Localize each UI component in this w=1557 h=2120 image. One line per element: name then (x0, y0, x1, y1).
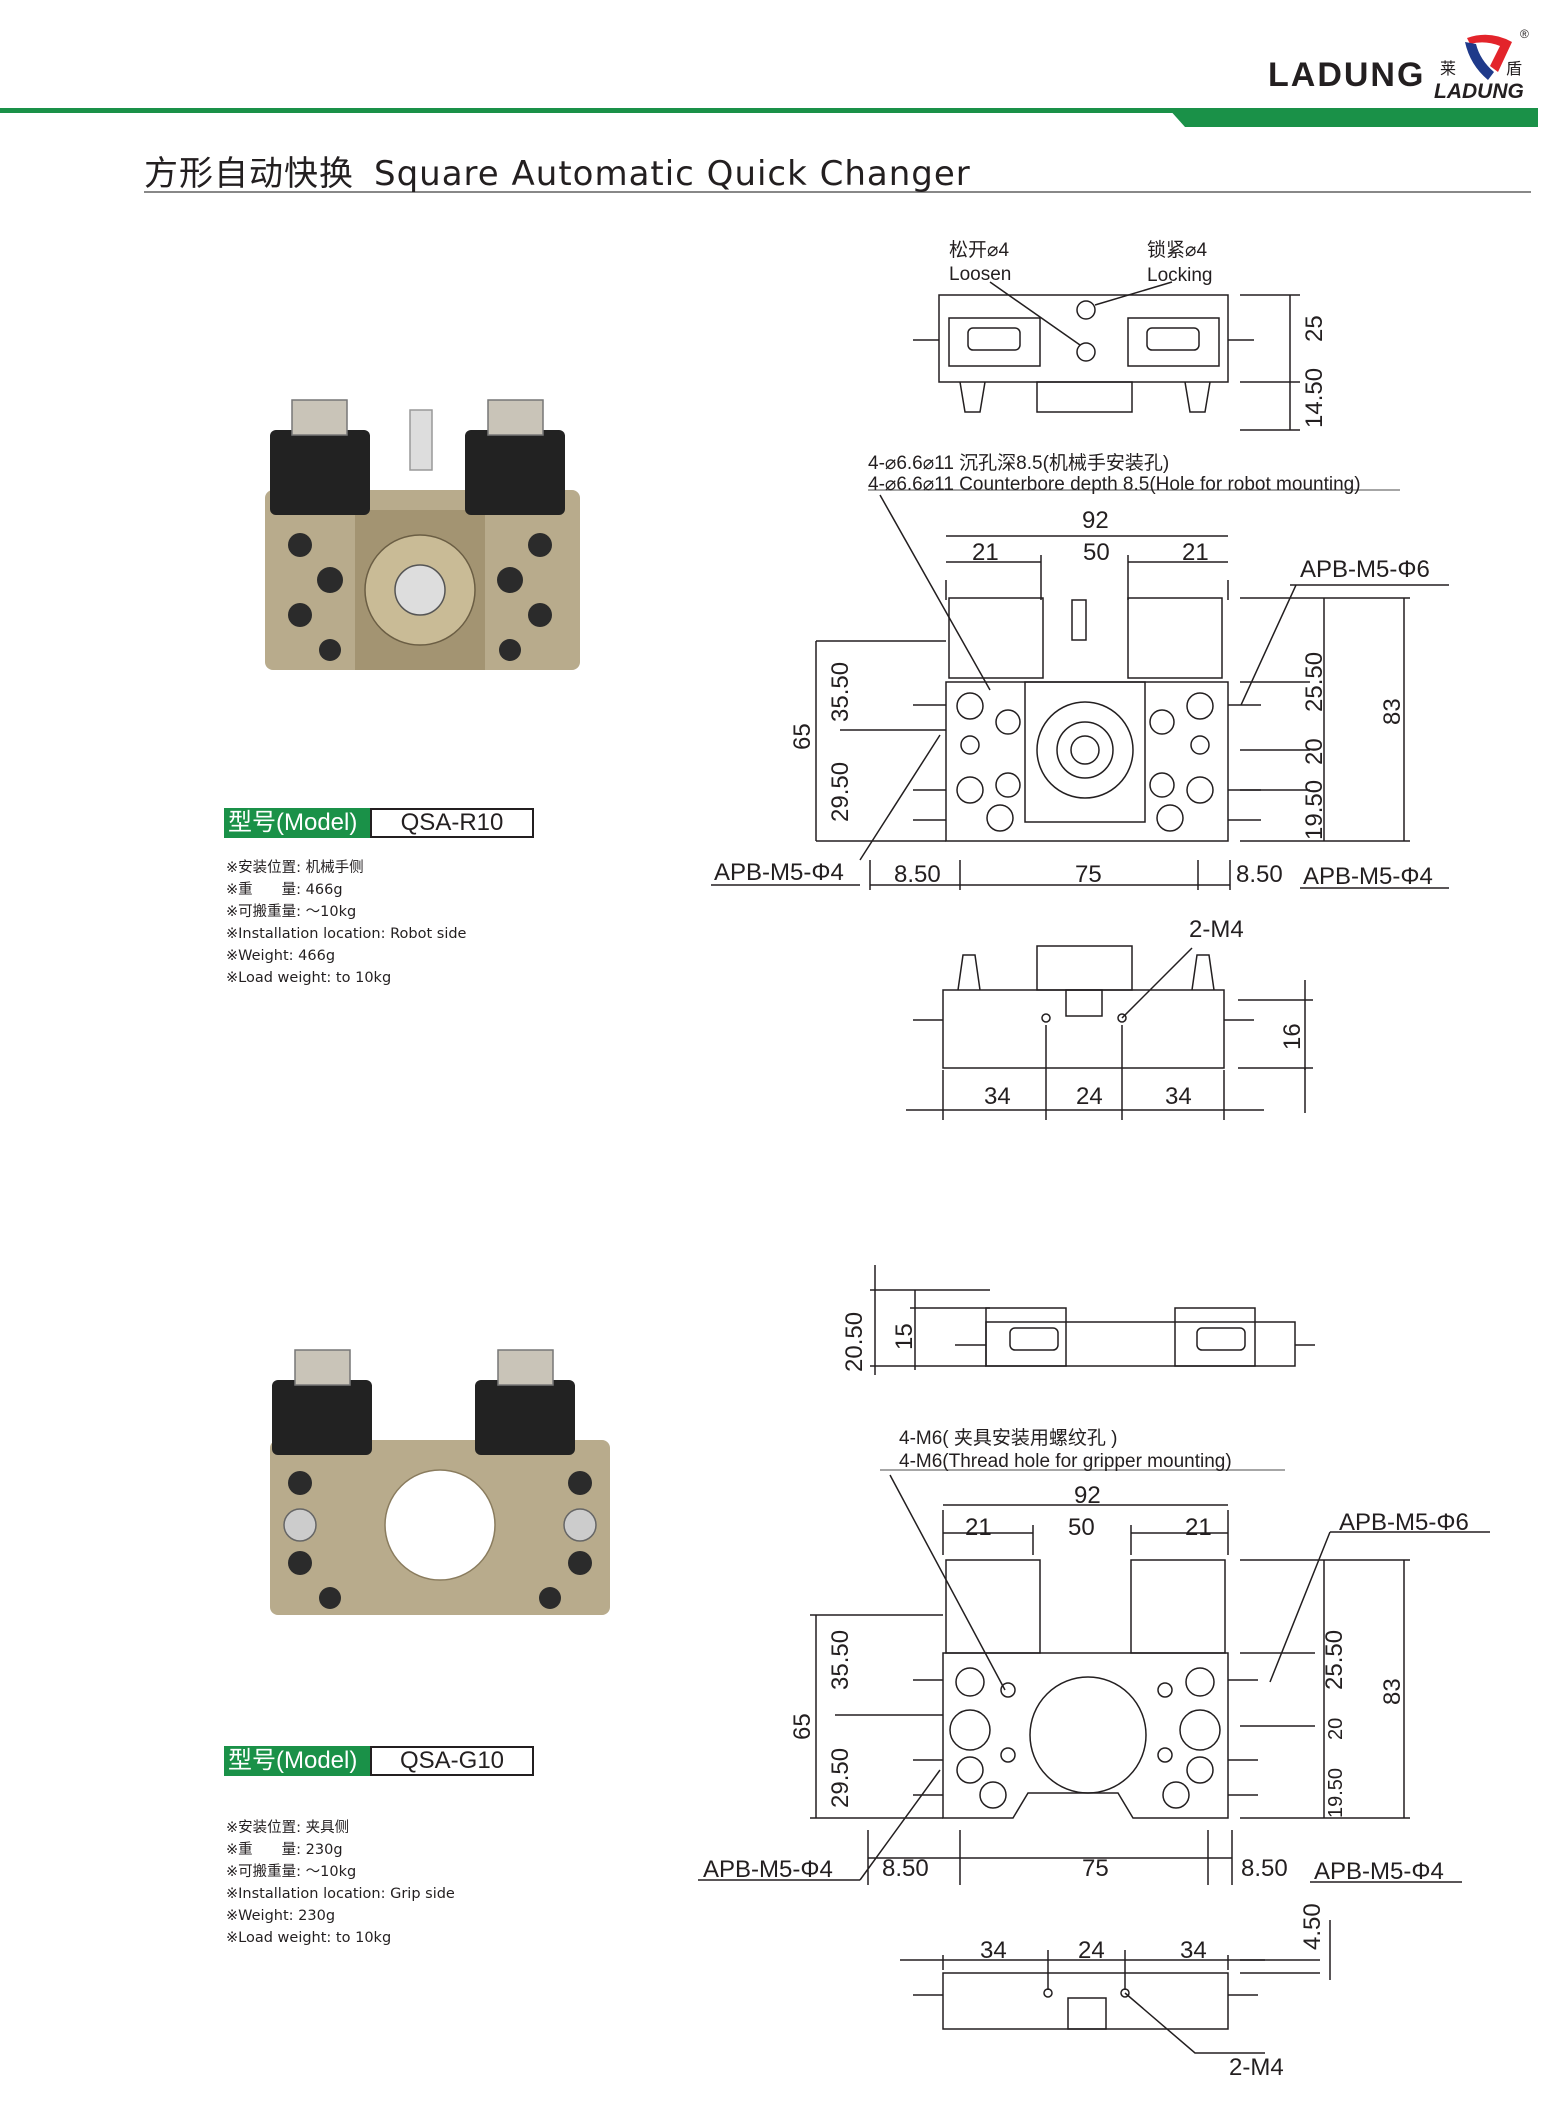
header-rule (0, 108, 1180, 113)
dim-16: 16 (1279, 1023, 1306, 1050)
dim-8-50-right: 8.50 (1236, 861, 1283, 888)
dim-20: 20 (1301, 738, 1328, 765)
dim-19-50: 19.50 (1325, 1768, 1347, 1818)
dim-24: 24 (1078, 1937, 1105, 1964)
dim-25-50: 25.50 (1321, 1630, 1348, 1690)
product-photo-qsa-g10 (270, 1349, 610, 1615)
fitting-apb-m5-phi4-left: APB-M5-Φ4 (703, 1856, 833, 1883)
model-label: 型号(Model) (224, 1746, 370, 1776)
loosen-label-cn: 松开⌀4 (949, 239, 1009, 261)
dim-24: 24 (1076, 1083, 1103, 1110)
dim-20: 20 (1325, 1718, 1347, 1740)
dim-21-right: 21 (1185, 1514, 1212, 1541)
page-title-cn: 方形自动快换 (144, 154, 354, 194)
fitting-apb-m5-phi6: APB-M5-Φ6 (1339, 1509, 1469, 1536)
dim-14-50: 14.50 (1301, 368, 1328, 428)
dim-8-50-left: 8.50 (882, 1855, 929, 1882)
dim-21-left: 21 (972, 539, 999, 566)
gripper-thread-hole-note-cn: 4-M6( 夹具安装用螺纹孔 ) (899, 1427, 1118, 1449)
spec-item: ※安装位置: 机械手侧 (226, 860, 364, 876)
dim-35-50: 35.50 (827, 1630, 854, 1690)
fitting-apb-m5-phi6: APB-M5-Φ6 (1300, 556, 1430, 583)
dim-92: 92 (1074, 1482, 1101, 1509)
dim-21-left: 21 (965, 1514, 992, 1541)
robot-mount-hole-note-cn: 4-⌀6.6⌀11 沉孔深8.5(机械手安装孔) (868, 452, 1169, 474)
dim-34-left: 34 (984, 1083, 1011, 1110)
locking-label: Locking (1147, 265, 1213, 286)
product-photo-qsa-r10 (265, 399, 580, 670)
spec-item: ※Load weight: to 10kg (226, 1930, 392, 1946)
dim-8-50-right: 8.50 (1241, 1855, 1288, 1882)
dim-83: 83 (1379, 698, 1406, 725)
gripper-thread-hole-note: 4-M6(Thread hole for gripper mounting) (899, 1451, 1232, 1472)
dim-15: 15 (891, 1323, 918, 1350)
dim-50: 50 (1068, 1514, 1095, 1541)
spec-item: ※Installation location: Robot side (226, 926, 467, 942)
fitting-apb-m5-phi4-right: APB-M5-Φ4 (1303, 863, 1433, 890)
header: LADUNG 莱 盾 LADUNG ® (0, 27, 1538, 193)
dim-83: 83 (1379, 1678, 1406, 1705)
spec-item: ※Weight: 230g (226, 1908, 336, 1924)
dim-65: 65 (789, 723, 816, 750)
brand-wordmark: LADUNG (1268, 56, 1425, 94)
dim-2-m4: 2-M4 (1229, 2054, 1284, 2081)
model-label: 型号(Model) (224, 808, 370, 838)
drawing-r10-side-view: 2-M4 16 34 24 34 (906, 916, 1313, 1120)
dim-19-50: 19.50 (1301, 780, 1328, 840)
dim-92: 92 (1082, 507, 1109, 534)
dim-21-right: 21 (1182, 539, 1209, 566)
dim-34-left: 34 (980, 1937, 1007, 1964)
model-badge-g10: 型号(Model) QSA-G10 (224, 1746, 534, 1776)
dim-75: 75 (1082, 1855, 1109, 1882)
dim-34-right: 34 (1180, 1937, 1207, 1964)
model-badge-r10: 型号(Model) QSA-R10 (224, 808, 534, 838)
dim-8-50-left: 8.50 (894, 861, 941, 888)
spec-item: ※Weight: 466g (226, 948, 336, 964)
drawing-g10-front-view: 4-M6( 夹具安装用螺纹孔 ) 4-M6(Thread hole for gr… (698, 1427, 1490, 1885)
dim-29-50: 29.50 (827, 762, 854, 822)
dim-20-50: 20.50 (841, 1312, 868, 1372)
spec-list-r10: ※安装位置: 机械手侧 ※重 量: 466g ※可搬重量: ～10kg ※Ins… (226, 857, 466, 989)
dim-29-50: 29.50 (827, 1748, 854, 1808)
spec-item: ※可搬重量: ～10kg (226, 1864, 357, 1880)
page-title-en: Square Automatic Quick Changer (374, 154, 971, 194)
registered-mark: ® (1520, 27, 1529, 41)
locking-label-cn: 锁紧⌀4 (1147, 239, 1207, 261)
dim-4-50: 4.50 (1299, 1903, 1326, 1950)
logo-text: LADUNG (1434, 80, 1524, 103)
dim-2-m4: 2-M4 (1189, 916, 1244, 943)
model-value: QSA-R10 (370, 808, 534, 838)
spec-item: ※Load weight: to 10kg (226, 970, 392, 986)
model-value: QSA-G10 (370, 1746, 534, 1776)
drawing-r10-top-view: 松开⌀4 Loosen 锁紧⌀4 Locking 25 14.50 (913, 239, 1328, 431)
drawing-r10-front-view: 4-⌀6.6⌀11 沉孔深8.5(机械手安装孔) 4-⌀6.6⌀11 Count… (711, 452, 1449, 890)
spec-item: ※安装位置: 夹具侧 (226, 1820, 350, 1836)
dim-50: 50 (1083, 539, 1110, 566)
dim-35-50: 35.50 (827, 662, 854, 722)
fitting-apb-m5-phi4-left: APB-M5-Φ4 (714, 859, 844, 886)
header-green-band (1168, 108, 1538, 127)
spec-item: ※Installation location: Grip side (226, 1886, 455, 1902)
robot-mount-hole-note: 4-⌀6.6⌀11 Counterbore depth 8.5(Hole for… (868, 474, 1361, 495)
logo-cn-left: 莱 (1440, 60, 1456, 78)
shield-logo-icon (1467, 34, 1512, 72)
drawing-g10-side-view: 4.50 34 24 34 2-M4 (900, 1903, 1331, 2081)
spec-item: ※可搬重量: ～10kg (226, 904, 357, 920)
spec-item: ※重 量: 230g (226, 1842, 343, 1858)
drawing-g10-top-view: 20.50 15 (841, 1265, 1315, 1375)
dim-25-50: 25.50 (1301, 652, 1328, 712)
dim-34-right: 34 (1165, 1083, 1192, 1110)
page-title: 方形自动快换 Square Automatic Quick Changer (144, 146, 991, 195)
spec-list-g10: ※安装位置: 夹具侧 ※重 量: 230g ※可搬重量: ～10kg ※Inst… (226, 1817, 455, 1949)
spec-item: ※重 量: 466g (226, 882, 343, 898)
dim-25: 25 (1301, 315, 1328, 342)
logo-cn-right: 盾 (1506, 60, 1522, 78)
loosen-label: Loosen (949, 264, 1011, 285)
dim-65: 65 (789, 1713, 816, 1740)
dim-75: 75 (1075, 861, 1102, 888)
fitting-apb-m5-phi4-right: APB-M5-Φ4 (1314, 1858, 1444, 1885)
